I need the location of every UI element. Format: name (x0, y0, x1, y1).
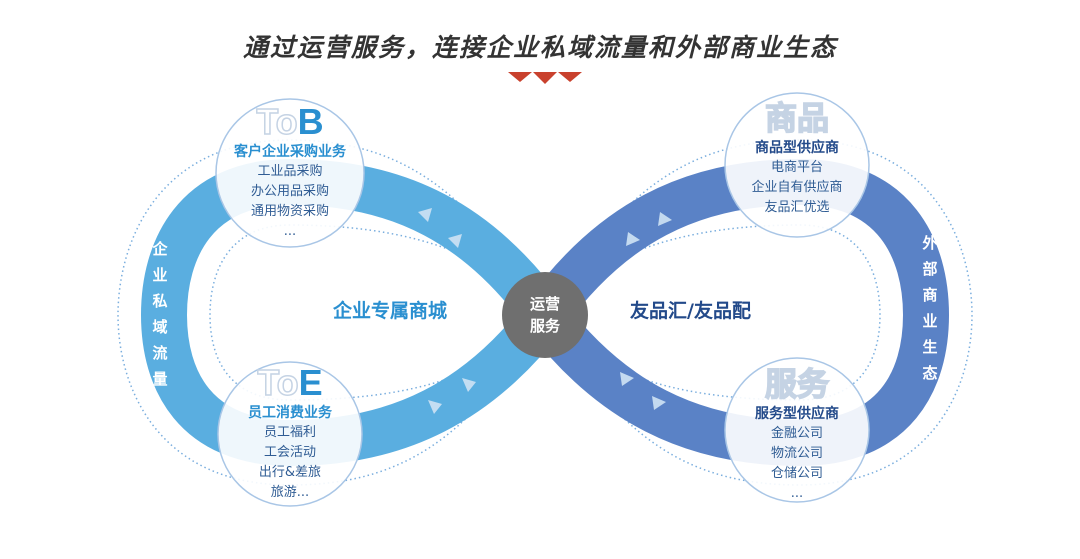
title-arrows (508, 72, 582, 84)
left-band-label: 企业私域流量 (152, 240, 168, 388)
goods-circle: 商品 商品型供应商 电商平台 企业自有供应商 友品汇优选 (722, 98, 872, 218)
center-hub: 运营 服务 (502, 272, 588, 358)
toe-item: 工会活动 (263, 445, 316, 460)
service-item: 仓储公司 (770, 466, 823, 481)
circles (215, 92, 870, 507)
service-item: 金融公司 (770, 426, 823, 441)
toe-heading: 员工消费业务 (248, 405, 332, 421)
dotted-outlines (117, 139, 973, 486)
tob-item: 通用物资采购 (250, 204, 329, 219)
flow-arrows (418, 208, 672, 414)
left-mid-label: 企业专属商城 (333, 300, 448, 322)
service-heading: 服务型供应商 (755, 406, 839, 422)
toe-circle: ToE 员工消费业务 员工福利 工会活动 出行&差旅 旅游... (215, 362, 365, 503)
goods-item: 电商平台 (770, 160, 823, 175)
tob-circle: ToB 客户企业采购业务 工业品采购 办公用品采购 通用物资采购 ... (215, 101, 365, 242)
goods-item: 企业自有供应商 (751, 180, 843, 195)
left-loop-band (140, 158, 564, 467)
goods-heading: 商品型供应商 (755, 140, 839, 156)
right-loop-band (526, 158, 950, 467)
service-circle: 服务 服务型供应商 金融公司 物流公司 仓储公司 ... (722, 364, 872, 504)
toe-outline-text: To (257, 362, 300, 404)
toe-solid-text: E (298, 362, 323, 403)
goods-outline-text: 商品 (764, 99, 830, 137)
tob-item: 工业品采购 (257, 164, 323, 179)
toe-item: 员工福利 (263, 425, 316, 440)
service-outline-text: 服务 (764, 365, 830, 403)
goods-item: 友品汇优选 (764, 200, 830, 215)
page-title: 通过运营服务，连接企业私域流量和外部商业生态 (242, 33, 837, 62)
service-item: ... (790, 486, 804, 501)
tob-outline-text: To (256, 101, 299, 143)
tob-heading: 客户企业采购业务 (234, 144, 346, 160)
service-item: 物流公司 (770, 446, 823, 461)
tob-solid-text: B (297, 101, 324, 142)
tob-item: 办公用品采购 (250, 184, 329, 199)
right-mid-label: 友品汇/友品配 (630, 300, 751, 322)
toe-item: 出行&差旅 (258, 465, 322, 480)
right-band-label: 外部商业生态 (922, 234, 938, 382)
center-line-2: 服务 (529, 317, 560, 335)
center-line-1: 运营 (529, 295, 560, 313)
tob-item: ... (283, 224, 297, 239)
toe-item: 旅游... (270, 485, 310, 500)
